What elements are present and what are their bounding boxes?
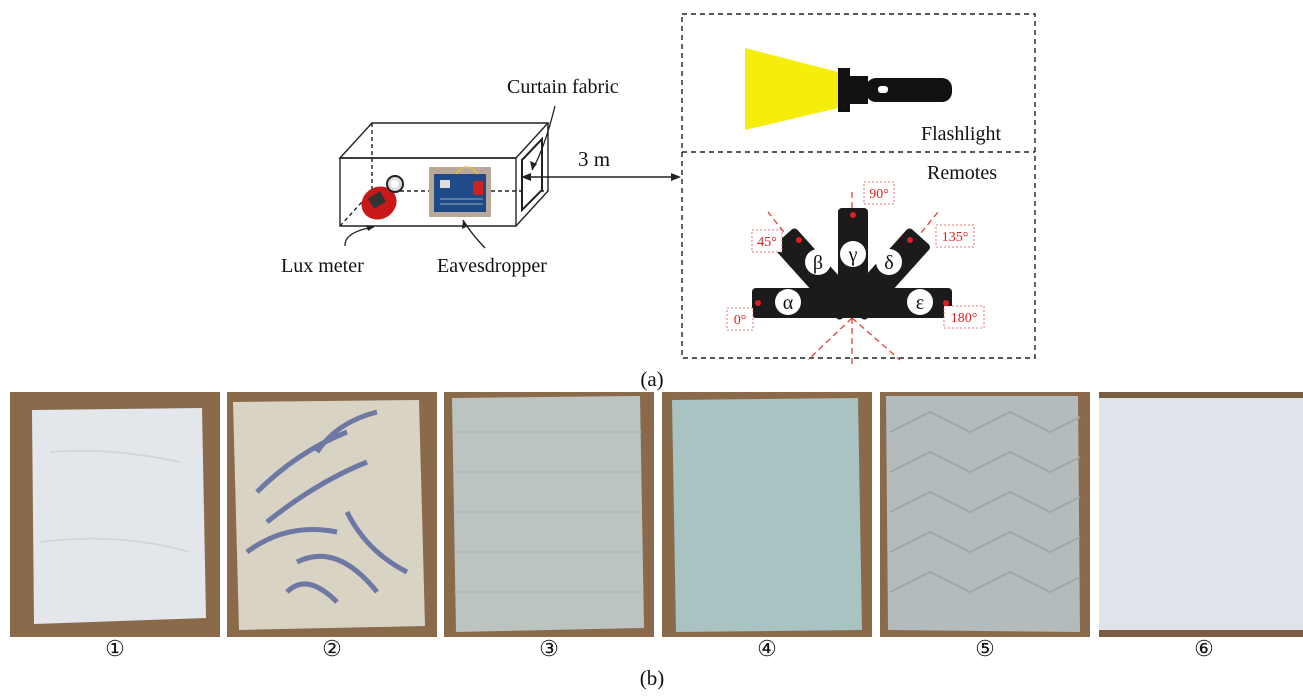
- panel-a-label: (a): [640, 367, 664, 391]
- fabric-sample-1: [10, 392, 220, 637]
- eavesdropper-label: Eavesdropper: [437, 255, 547, 277]
- angle-45: 45°: [757, 235, 777, 250]
- lux-meter-label: Lux meter: [281, 255, 364, 277]
- curtain-fabric-window: [521, 136, 543, 213]
- remote-beta-label: β: [813, 252, 823, 274]
- remote-alpha-label: α: [783, 292, 794, 314]
- sample-number-5: ⑤: [975, 636, 995, 661]
- fabric-sample-5: [880, 392, 1090, 637]
- fabric-sample-2: [227, 392, 437, 637]
- panel-a-diagram: α β γ δ ε 0° 45° 90° 135° 180°: [281, 13, 1036, 368]
- fabric-sample-4: [662, 392, 872, 637]
- sample-number-2: ②: [322, 636, 342, 661]
- distance-arrow: [521, 173, 681, 181]
- remote-gamma-label: γ: [848, 244, 858, 266]
- light-source-frame: [681, 13, 1036, 359]
- sample-number-6: ⑥: [1194, 636, 1214, 661]
- flashlight-icon: [745, 48, 952, 130]
- panel-b-label: (b): [639, 666, 665, 690]
- sample-number-3: ③: [539, 636, 559, 661]
- angle-135: 135°: [942, 230, 969, 245]
- eavesdropper-device: [429, 166, 491, 217]
- remotes-fan: α β γ δ ε 0° 45° 90° 135° 180°: [726, 181, 985, 368]
- lux-meter-device: [361, 175, 404, 220]
- fabric-sample-6: [1099, 392, 1303, 637]
- flashlight-label: Flashlight: [921, 123, 1001, 145]
- remote-delta-label: δ: [884, 252, 893, 274]
- sample-number-4: ④: [757, 636, 777, 661]
- curtain-fabric-label: Curtain fabric: [507, 76, 619, 98]
- remotes-label: Remotes: [927, 162, 997, 184]
- angle-180: 180°: [951, 311, 978, 326]
- fabric-sample-3: [444, 392, 654, 637]
- remote-epsilon-label: ε: [916, 292, 924, 314]
- angle-0: 0°: [734, 313, 747, 328]
- angle-90: 90°: [869, 187, 889, 202]
- sample-number-1: ①: [105, 636, 125, 661]
- distance-label: 3 m: [578, 147, 610, 171]
